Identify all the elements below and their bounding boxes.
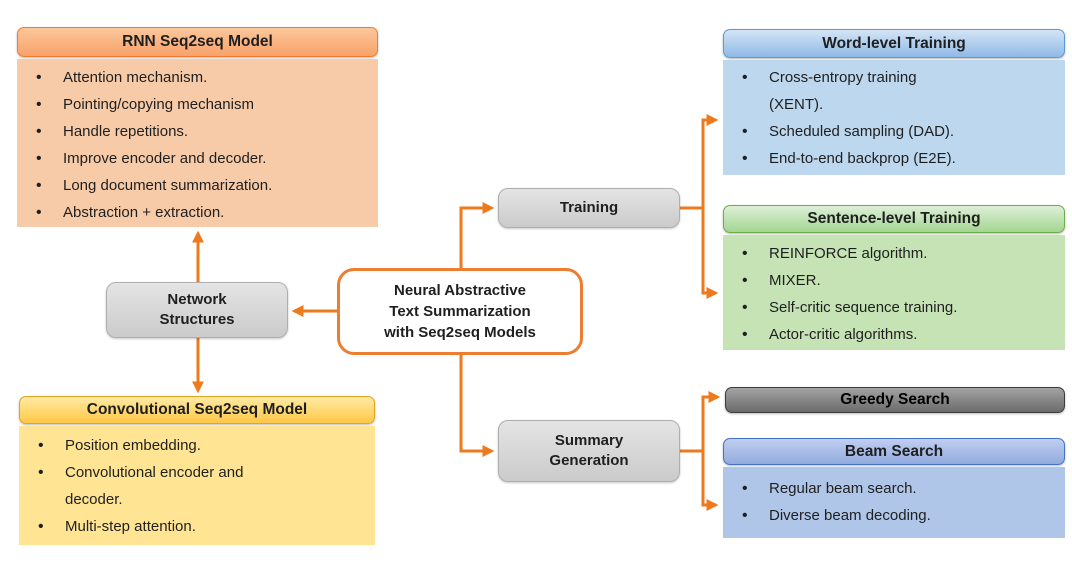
conv-bullet-list: Position embedding. Convolutional encode… [19,432,375,540]
rnn-bullet: Pointing/copying mechanism [17,91,378,118]
beam-search-header: Beam Search [723,438,1065,465]
word-level-header: Word-level Training [723,29,1065,58]
rnn-model-body: Attention mechanism. Pointing/copying me… [17,59,378,227]
central-topic-title: Neural Abstractive Text Summarization wi… [384,282,536,341]
sentence-level-bullet: Actor-critic algorithms. [723,321,1065,348]
network-structures-node: Network Structures [106,282,288,338]
beam-search-bullet-list: Regular beam search. Diverse beam decodi… [723,475,1065,529]
sentence-level-bullet: Self-critic sequence training. [723,294,1065,321]
network-structures-label: Network Structures [159,291,235,328]
training-node: Training [498,188,680,228]
arrow-summary-to-greedy [680,391,721,453]
rnn-bullet: Abstraction + extraction. [17,199,378,226]
arrow-summary-to-beam [701,451,719,511]
rnn-bullet: Handle repetitions. [17,118,378,145]
rnn-bullet: Attention mechanism. [17,64,378,91]
word-level-bullet: Cross-entropy training (XENT). [723,64,1065,118]
conv-bullet: Position embedding. [19,432,375,459]
beam-search-bullet: Diverse beam decoding. [723,502,1065,529]
conv-model-body: Position embedding. Convolutional encode… [19,426,375,545]
arrow-training-to-word-level [680,114,719,210]
beam-search-title: Beam Search [844,442,944,460]
summary-generation-label: Summary Generation [549,432,629,469]
arrow-training-to-sentence-level [701,208,719,299]
word-level-bullet: End-to-end backprop (E2E). [723,145,1065,172]
sentence-level-bullet: REINFORCE algorithm. [723,240,1065,267]
arrow-center-to-training [459,202,495,268]
conv-model-title: Convolutional Seq2seq Model [86,401,308,418]
sentence-level-body: REINFORCE algorithm. MIXER. Self-critic … [723,235,1065,350]
summary-generation-node: Summary Generation [498,420,680,482]
sentence-level-bullet: MIXER. [723,267,1065,294]
word-level-bullet: Scheduled sampling (DAD). [723,118,1065,145]
sentence-level-header: Sentence-level Training [723,205,1065,233]
conv-bullet: Convolutional encoder and decoder. [19,459,375,513]
central-topic-node: Neural Abstractive Text Summarization wi… [337,268,583,355]
sentence-level-title: Sentence-level Training [807,210,981,227]
arrow-center-to-summary [459,355,495,457]
beam-search-bullet: Regular beam search. [723,475,1065,502]
beam-search-body: Regular beam search. Diverse beam decodi… [723,467,1065,538]
rnn-bullet-list: Attention mechanism. Pointing/copying me… [17,64,378,226]
greedy-search-title: Greedy Search [840,391,950,408]
word-level-body: Cross-entropy training (XENT). Scheduled… [723,60,1065,175]
word-level-title: Word-level Training [822,34,966,52]
sentence-level-bullet-list: REINFORCE algorithm. MIXER. Self-critic … [723,240,1065,348]
rnn-model-title: RNN Seq2seq Model [122,33,273,50]
conv-model-header: Convolutional Seq2seq Model [19,396,375,424]
rnn-bullet: Long document summarization. [17,172,378,199]
conv-bullet: Multi-step attention. [19,513,375,540]
greedy-search-header: Greedy Search [725,387,1065,413]
rnn-model-header: RNN Seq2seq Model [17,27,378,57]
rnn-bullet: Improve encoder and decoder. [17,145,378,172]
word-level-bullet-list: Cross-entropy training (XENT). Scheduled… [723,64,1065,172]
training-label: Training [559,199,619,216]
